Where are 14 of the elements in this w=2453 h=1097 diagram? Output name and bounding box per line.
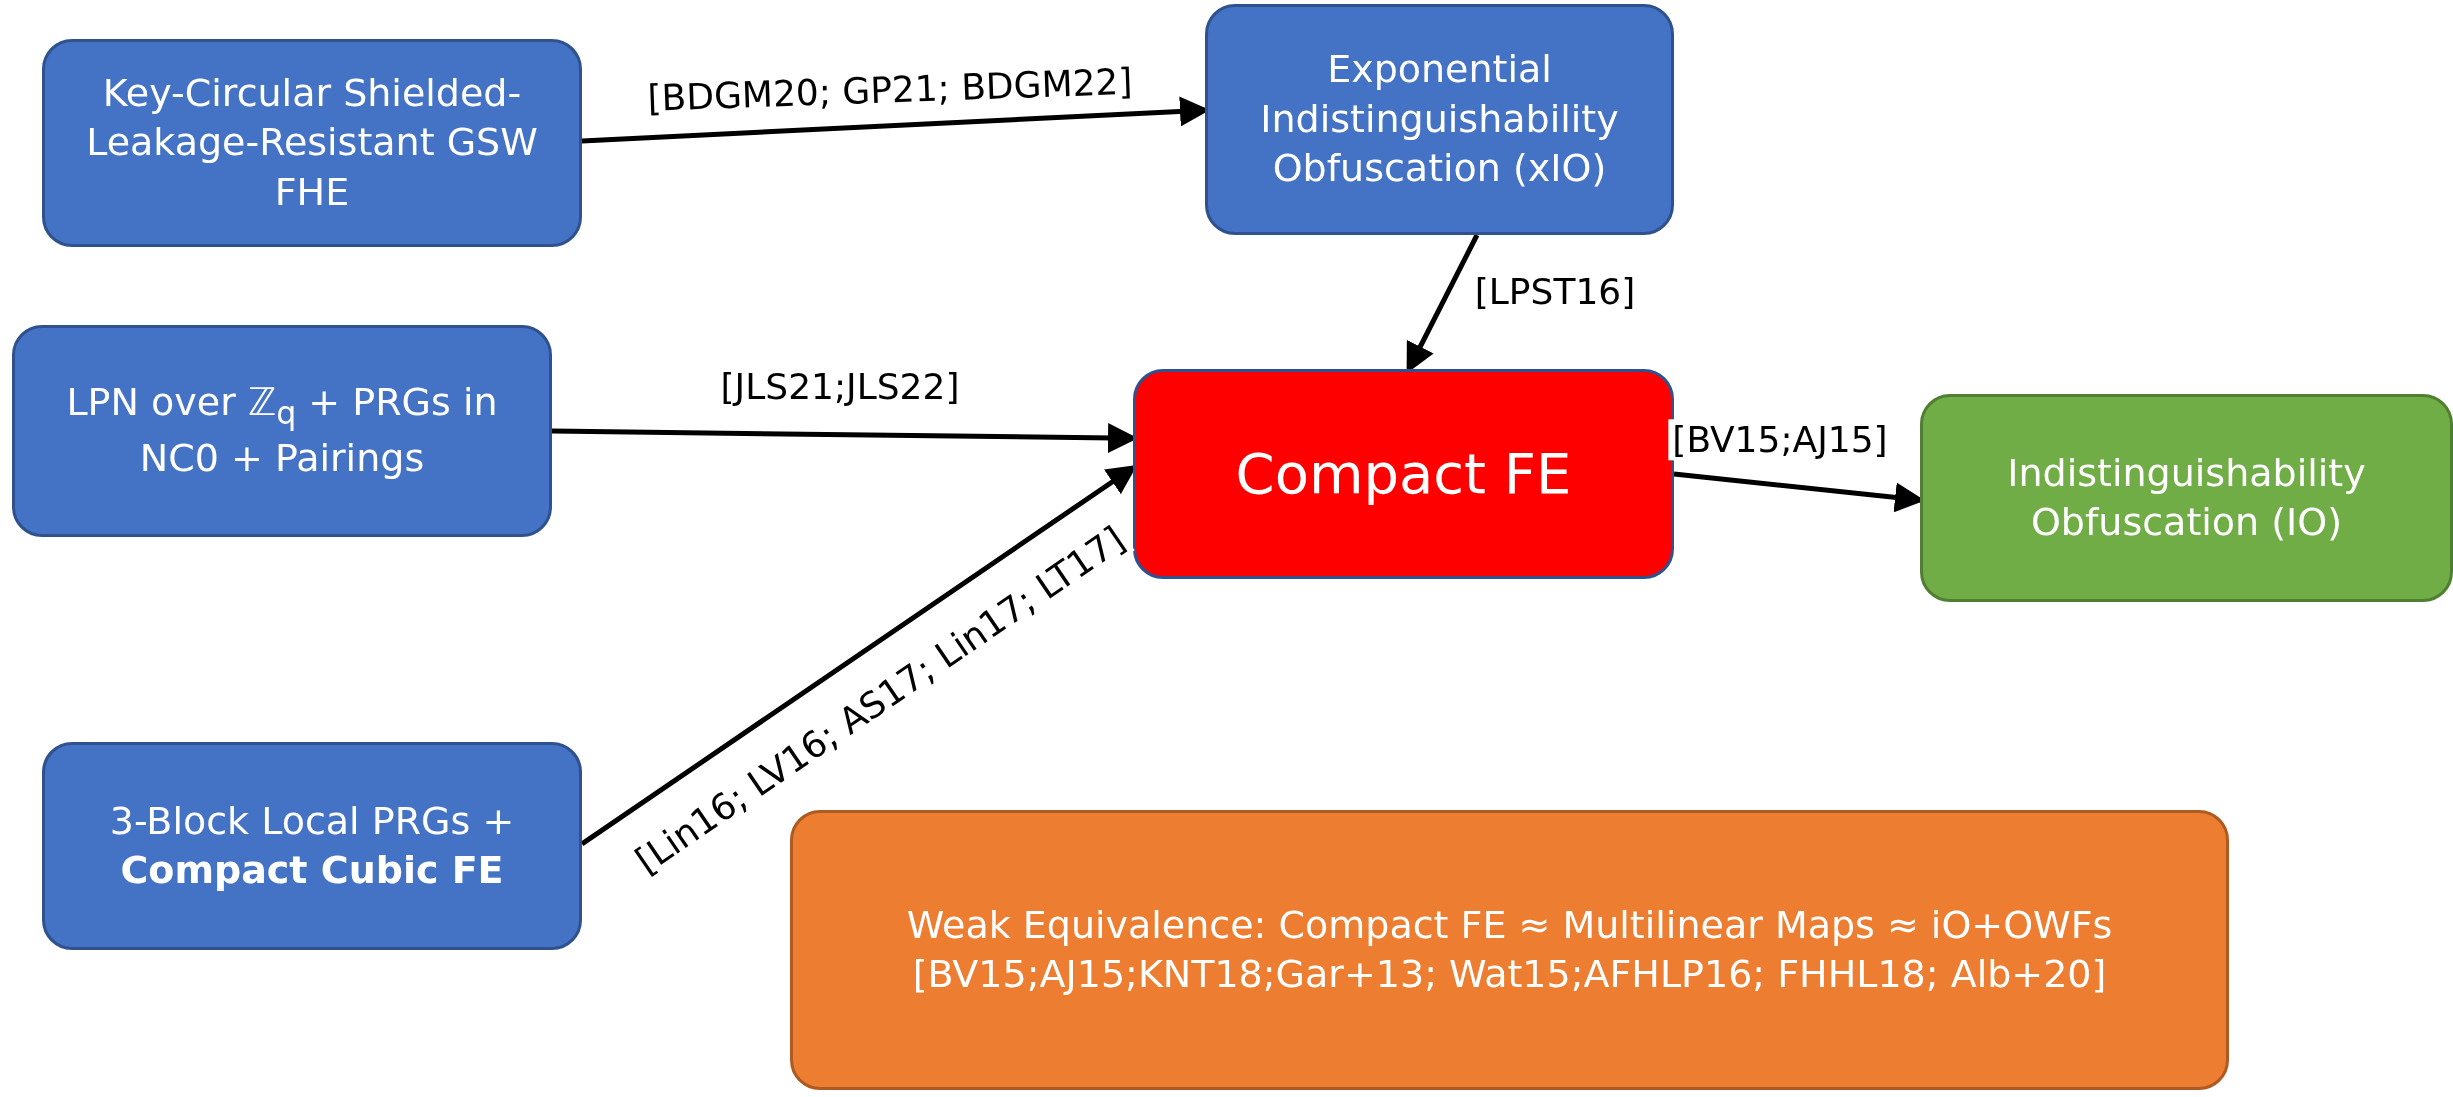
node-label: Indistinguishability Obfuscation (IO) — [2006, 449, 2367, 546]
node-label: Exponential Indistinguishability Obfuscation (xIO) — [1259, 46, 1620, 193]
process-box — [1920, 394, 2453, 602]
note-box — [790, 810, 2229, 1090]
node-label: LPN over ℤ$_{q}$ + PRGs in NC0 + Pairings — [65, 379, 499, 483]
process-box — [1205, 4, 1674, 235]
process-box — [42, 742, 582, 950]
node-label: 3-Block Local PRGs + Compact Cubic FE — [108, 797, 516, 894]
process-box — [12, 325, 552, 537]
node-label: Key-Circular Shielded-Leakage-Resistant GSW FHE — [85, 69, 539, 216]
node-label: Compact FE — [1235, 439, 1572, 508]
node-label: Weak Equivalence: Compact FE ≈ Multilinear Maps ≈ iO+OWFs [BV15;AJ15;KNT18;Gar+13; Wat15;AFHLP16; FHHL18; Alb+20] — [905, 901, 2114, 998]
process-box — [42, 39, 582, 247]
process-box — [1133, 369, 1674, 579]
